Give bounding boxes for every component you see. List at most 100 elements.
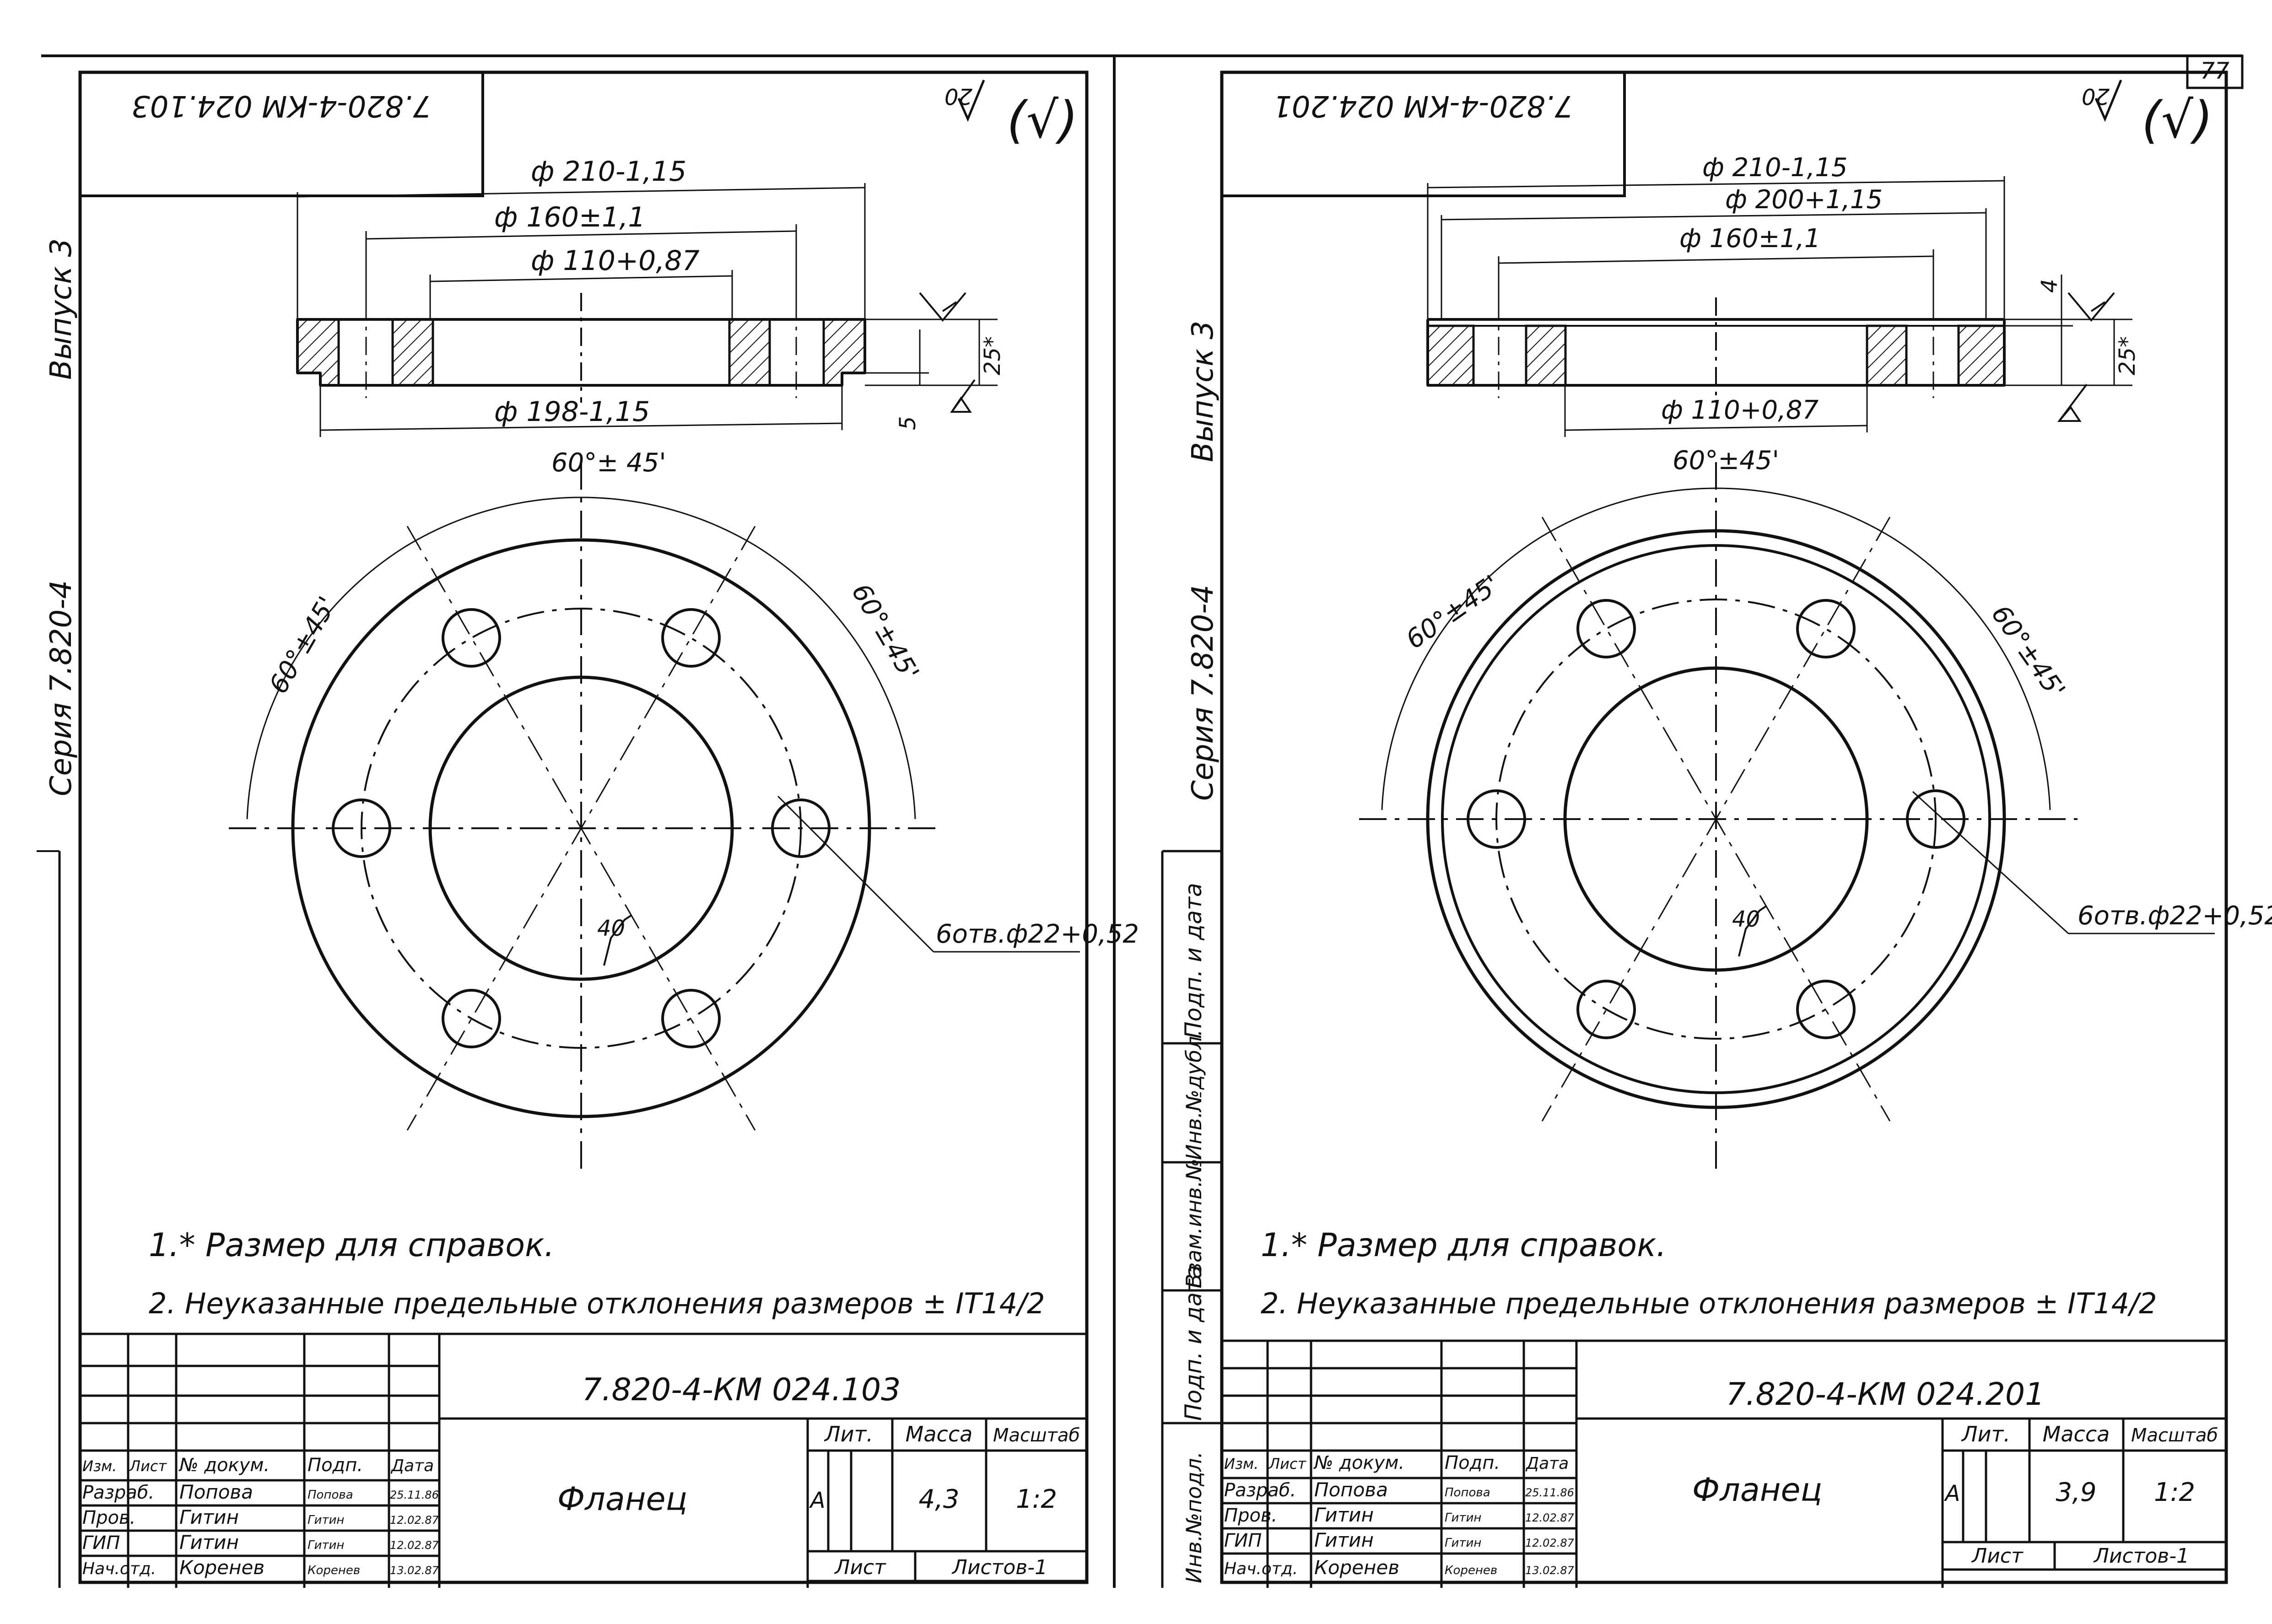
bore-circle	[428, 675, 734, 981]
svg-text:Дата: Дата	[390, 1457, 434, 1475]
weld-mark	[2057, 292, 2115, 422]
roughness-mark: 20 (√)	[2082, 80, 2213, 149]
binding-margin	[1161, 850, 1222, 1588]
holes-label: 6отв.ф22+0,52	[936, 919, 1139, 949]
svg-text:Гитин: Гитин	[308, 1513, 344, 1527]
svg-text:Коренев: Коренев	[179, 1556, 264, 1579]
drawing-frame	[78, 70, 1089, 1584]
svg-text:Гитин: Гитин	[179, 1506, 239, 1528]
svg-text:Подп.: Подп.	[308, 1455, 363, 1476]
svg-text:Попова: Попова	[308, 1488, 353, 1502]
svg-text:Гитин: Гитин	[1314, 1504, 1374, 1526]
roughness-mark: 20 (√)	[944, 80, 1078, 149]
svg-text:Гитин: Гитин	[1445, 1511, 1481, 1525]
bolt-hole	[1906, 789, 1965, 849]
section-view	[296, 293, 866, 403]
svg-text:12.02.87: 12.02.87	[390, 1539, 439, 1552]
dim-outer: ф 210-1,15	[1702, 153, 1847, 183]
lit-value: А	[1944, 1481, 1960, 1506]
dim-bore: ф 110+0,87	[531, 245, 700, 277]
lit-value: А	[809, 1488, 826, 1513]
bolt-hole	[771, 799, 831, 858]
dim-mid: ф 200+1,15	[1725, 185, 1883, 215]
bolt-hole	[1576, 599, 1636, 658]
svg-text:Разраб.: Разраб.	[82, 1482, 154, 1503]
lit-label: Лит.	[824, 1422, 873, 1446]
angle-top: 60°± 45'	[551, 448, 666, 478]
note-1: 1.* Размер для справок.	[1261, 1226, 1667, 1264]
series-label: Серия 7.820-4	[1186, 585, 1220, 801]
flange-outer-circle	[291, 538, 871, 1118]
dim-bottom: ф 198-1,15	[494, 396, 650, 428]
bolt-hole	[332, 799, 391, 858]
bolt-hole	[1576, 980, 1636, 1039]
dimension-lines	[1427, 176, 2132, 437]
scale-value: 1:2	[1016, 1484, 1057, 1514]
sheet-label: Лист	[1971, 1544, 2024, 1568]
svg-text:12.02.87: 12.02.87	[1525, 1511, 1575, 1524]
dim-bore: ф 110+0,87	[1661, 395, 1819, 425]
svg-text:Коренев: Коренев	[1314, 1556, 1399, 1579]
sheets-label: Листов-1	[951, 1556, 1047, 1579]
dim-step: 4	[2037, 279, 2062, 293]
svg-text:25.11.86: 25.11.86	[1525, 1486, 1574, 1499]
dimension-lines	[297, 183, 998, 437]
note-1: 1.* Размер для справок.	[149, 1226, 555, 1264]
stamp-code: 7.820-4-КМ 024.103	[131, 89, 432, 123]
title-block	[80, 1333, 1087, 1588]
title-block	[1222, 1339, 2226, 1588]
dim-thickness: 25*	[2115, 336, 2140, 375]
svg-text:Коренев: Коренев	[308, 1564, 360, 1577]
svg-text:13.02.87: 13.02.87	[390, 1564, 439, 1577]
svg-text:Нач.отд.: Нач.отд.	[1224, 1559, 1298, 1578]
mass-label: Масса	[2043, 1422, 2110, 1446]
svg-text:13.02.87: 13.02.87	[1525, 1564, 1575, 1577]
mass-value: 3,9	[2056, 1478, 2096, 1507]
bolt-hole	[442, 989, 501, 1048]
bolt-hole	[1796, 599, 1856, 658]
svg-text:№ докум.: № докум.	[1313, 1452, 1404, 1473]
lit-label: Лит.	[1961, 1422, 2010, 1446]
scale-value: 1:2	[2154, 1478, 2195, 1507]
svg-text:№ докум.: № докум.	[178, 1455, 270, 1476]
note-2: 2. Неуказанные предельные отклонения раз…	[1261, 1287, 2157, 1320]
svg-text:Лист: Лист	[1268, 1455, 1306, 1473]
svg-text:12.02.87: 12.02.87	[1525, 1537, 1575, 1549]
title-name: Фланец	[1692, 1471, 1822, 1509]
bore-circle	[1563, 666, 1869, 972]
bolt-circle	[361, 608, 802, 1049]
margin-label-podp-2: Подп. и дата	[1180, 1265, 1207, 1421]
svg-text:Лист: Лист	[129, 1457, 167, 1475]
dim-thickness: 25*	[980, 336, 1005, 375]
series-label: Серия 7.820-4	[44, 580, 78, 796]
roughness-value: 20	[2082, 83, 2110, 109]
roughness-value: 20	[944, 83, 972, 109]
title-name: Фланец	[557, 1480, 687, 1518]
svg-text:Попова: Попова	[1314, 1478, 1388, 1501]
svg-text:Гитин: Гитин	[179, 1531, 239, 1554]
issue-label: Выпуск 3	[44, 238, 78, 380]
bolt-hole	[442, 608, 501, 668]
svg-text:Изм.: Изм.	[82, 1457, 117, 1475]
dim-outer: ф 210-1,15	[531, 156, 686, 188]
note-2: 2. Неуказанные предельные отклонения раз…	[149, 1287, 1045, 1320]
bolt-hole	[1796, 980, 1856, 1039]
section-view	[1426, 297, 2006, 403]
raised-face-circle	[1441, 544, 1991, 1094]
holes-label: 6отв.ф22+0,52	[2078, 901, 2272, 931]
margin-label-podp-1: Подп. и дата	[1180, 883, 1207, 1039]
margin-label-inv-podl: Инв.№подл.	[1182, 1451, 1206, 1583]
bolt-hole	[1467, 789, 1526, 849]
title-code: 7.820-4-КМ 024.201	[1726, 1376, 2045, 1413]
margin-label-inv-dubl: Инв.№дубл.	[1182, 1030, 1206, 1160]
sheets-label: Листов-1	[2093, 1544, 2189, 1568]
drawing-right: 7.820-4-КМ 024.201 20 (√) Выпуск 3 Серия…	[1161, 70, 2272, 1588]
angle-top: 60°±45'	[1673, 446, 1779, 475]
angle-right: 60°±45'	[1986, 600, 2071, 704]
title-rows: Изм. Лист № докум. Подп. Дата Разраб. По…	[82, 1455, 439, 1579]
scale-label: Масштаб	[993, 1425, 1080, 1446]
left-edge-margin	[37, 850, 61, 1588]
stamp-code: 7.820-4-КМ 024.201	[1273, 89, 1573, 123]
flange-outer-circle	[1426, 529, 2006, 1109]
